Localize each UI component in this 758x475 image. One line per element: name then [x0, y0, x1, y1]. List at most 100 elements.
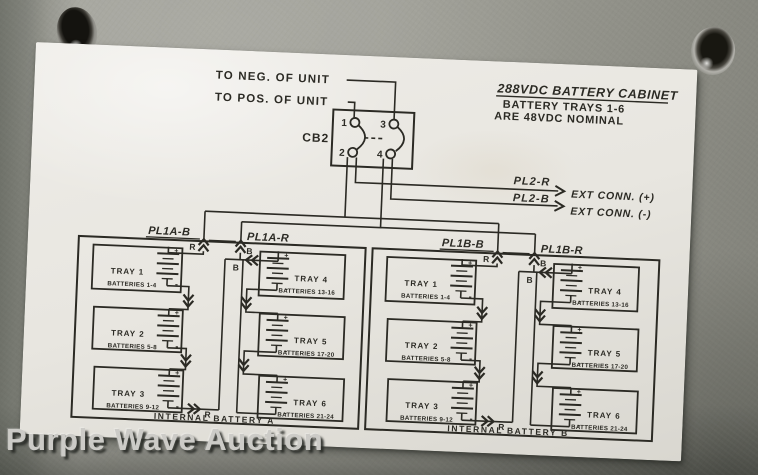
wire — [451, 396, 474, 400]
terminal — [347, 146, 359, 158]
tray-box — [385, 318, 478, 366]
wire — [439, 248, 494, 252]
wire — [157, 314, 180, 318]
wire — [450, 346, 473, 350]
battery-symbol: +- — [156, 246, 180, 289]
wire — [234, 239, 247, 254]
battery-plus: + — [468, 322, 472, 329]
wire — [265, 390, 288, 394]
wire — [531, 370, 544, 386]
tray-box — [384, 255, 478, 306]
wire — [179, 353, 192, 369]
wire — [559, 403, 582, 407]
tray-box — [91, 365, 185, 414]
tray-name: TRAY 4 — [588, 286, 622, 296]
bank-outline — [70, 234, 367, 430]
tray-name: TRAY 2 — [405, 341, 439, 351]
terminal-number: 1 — [341, 118, 347, 129]
battery-symbol: +- — [156, 308, 180, 351]
wire — [197, 237, 210, 253]
wire — [450, 336, 474, 340]
battery-symbol: +- — [266, 251, 290, 294]
tray-name: TRAY 3 — [111, 388, 145, 398]
wire — [491, 249, 504, 265]
tray-name: TRAY 5 — [294, 336, 328, 346]
battery-plus: + — [577, 389, 581, 396]
battery-symbol: +- — [451, 381, 474, 424]
wire — [558, 413, 581, 417]
wire — [245, 242, 300, 246]
battery-minus: - — [469, 291, 472, 301]
wire — [529, 272, 538, 426]
tray-name: TRAY 6 — [587, 410, 621, 420]
battery-symbol: +- — [450, 259, 474, 301]
wire — [157, 394, 180, 398]
wire — [186, 402, 202, 415]
wire — [502, 251, 530, 255]
battery-plus: + — [469, 382, 473, 389]
wire — [346, 79, 397, 120]
tray-box — [550, 387, 639, 435]
wire — [560, 331, 583, 335]
plug-label: PL1B-B — [442, 237, 485, 251]
wire — [157, 252, 180, 256]
terminal — [385, 148, 397, 160]
wire — [240, 221, 243, 241]
tray-batteries: BATTERIES 1-4 — [107, 280, 157, 289]
battery-minus: - — [176, 401, 179, 411]
wire — [266, 328, 289, 332]
wire — [205, 210, 499, 225]
plug-label: PL1A-R — [247, 231, 290, 245]
battery-minus: - — [284, 346, 287, 356]
wire — [237, 358, 250, 373]
wire — [266, 318, 289, 322]
tray: + - TRAY 3 BATTERIES 9-12 — [91, 365, 185, 414]
plug-pl2-b: PL2-B — [513, 192, 550, 206]
wire — [208, 239, 236, 243]
tray-box — [551, 262, 641, 313]
battery-minus: - — [469, 413, 472, 423]
battery-plus: + — [175, 370, 179, 377]
wire — [533, 234, 537, 254]
wire — [347, 101, 356, 118]
wire — [554, 185, 567, 197]
wire — [240, 296, 253, 311]
wire — [496, 95, 669, 104]
battery-symbol: +- — [450, 321, 474, 364]
wire — [496, 223, 500, 252]
wire — [560, 279, 583, 283]
wire — [539, 254, 594, 259]
wire — [236, 411, 276, 416]
tray-batteries: BATTERIES 5-8 — [108, 342, 158, 351]
terminal — [388, 118, 400, 130]
wire — [235, 259, 244, 413]
wire — [157, 324, 180, 328]
ext-conn-neg: EXT CONN. (-) — [570, 206, 651, 221]
battery-plus: + — [284, 253, 288, 260]
plug-label: PL1A-B — [148, 225, 191, 239]
battery-plus: + — [578, 265, 582, 272]
battery-symbol: +- — [265, 375, 288, 418]
wire — [511, 271, 520, 423]
wire — [530, 424, 570, 428]
terminal — [349, 117, 361, 128]
wire — [145, 236, 200, 240]
battery-minus: - — [577, 420, 580, 430]
watermark: Purple Wave Auction — [6, 422, 324, 457]
tray-batteries: BATTERIES 9-12 — [106, 402, 159, 411]
wire — [480, 415, 496, 428]
breaker-box — [330, 108, 416, 170]
